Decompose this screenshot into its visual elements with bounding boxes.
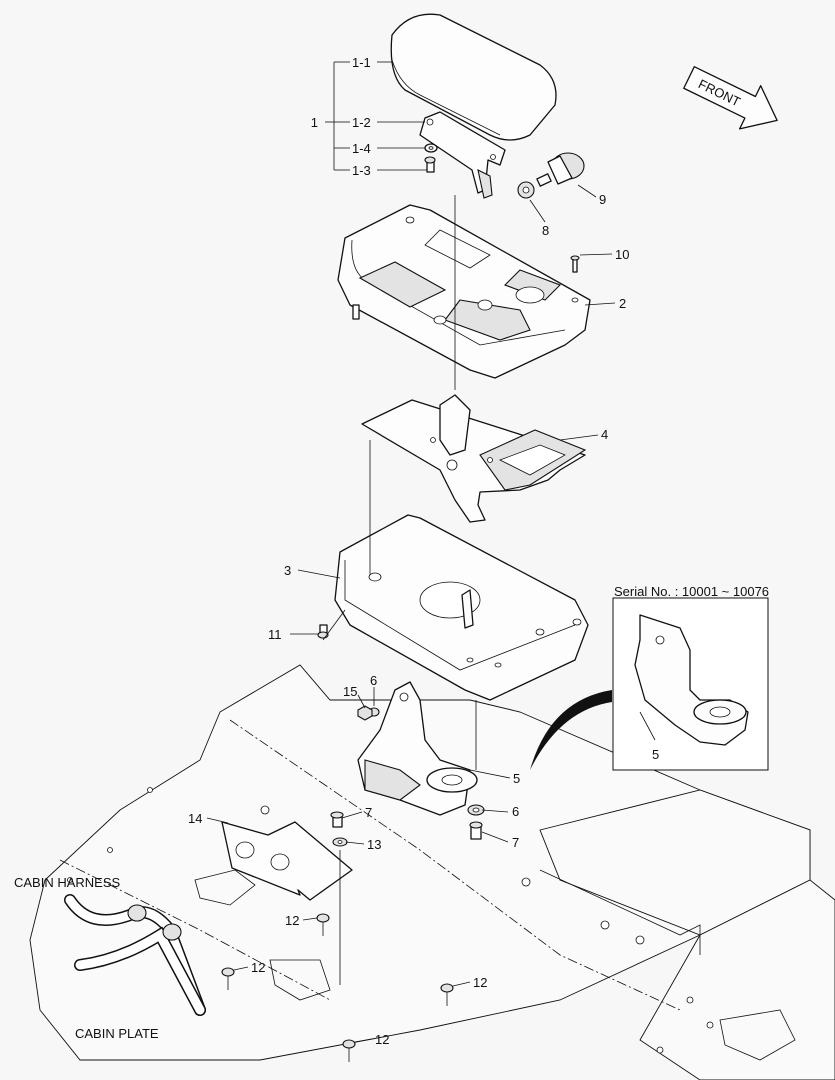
cabin-harness	[64, 894, 206, 1016]
mounting-plate	[361, 394, 587, 523]
label-5-main: 5	[513, 771, 520, 786]
seat-stand	[357, 681, 478, 816]
label-13: 13	[367, 837, 381, 852]
label-7-bottom: 7	[512, 835, 519, 850]
label-1-1: 1-1	[352, 55, 371, 70]
label-6-bottom: 6	[512, 804, 519, 819]
floor-screw-d	[342, 1039, 356, 1062]
armrest-washer	[424, 143, 438, 153]
base-bolt	[317, 624, 329, 639]
label-9: 9	[599, 192, 606, 207]
label-14: 14	[188, 811, 202, 826]
part-number-labels: 1 1-1 1-2 1-4 1-3 9 8 10 2 4 3 11 15 6 5…	[14, 55, 769, 1047]
label-7-top: 7	[365, 805, 372, 820]
label-10: 10	[615, 247, 629, 262]
stand-washer-bottom	[467, 804, 485, 816]
label-12-d: 12	[375, 1032, 389, 1047]
label-15: 15	[343, 684, 357, 699]
label-2: 2	[619, 296, 626, 311]
label-1-4: 1-4	[352, 141, 371, 156]
leader-lines	[206, 61, 656, 1043]
serial-inset	[612, 597, 769, 771]
panel-screw	[570, 255, 580, 273]
cabin-harness-label: CABIN HARNESS	[14, 875, 121, 890]
front-arrow: FRONT	[683, 66, 778, 130]
inset-title: Serial No. : 10001 ~ 10076	[614, 584, 769, 599]
bracket-bolt-top	[330, 811, 344, 828]
label-12-a: 12	[285, 913, 299, 928]
label-1-2: 1-2	[352, 115, 371, 130]
adjust-knob	[536, 152, 585, 187]
armrest-pad	[390, 13, 557, 141]
label-5-inset: 5	[652, 747, 659, 762]
bracket-washer	[332, 837, 348, 847]
label-11: 11	[268, 627, 282, 642]
stand-bolt-bottom	[469, 821, 483, 840]
harness-bracket	[221, 821, 353, 901]
armrest-bracket	[419, 111, 506, 199]
knob-washer	[517, 181, 535, 199]
floor-screw-c	[440, 983, 454, 1006]
control-panel-cover	[337, 204, 591, 379]
armrest-bolt	[424, 156, 436, 173]
label-1: 1	[311, 115, 318, 130]
label-6-top: 6	[370, 673, 377, 688]
assembly-lines	[322, 195, 477, 985]
cabin-plate-label: CABIN PLATE	[75, 1026, 159, 1041]
label-4: 4	[601, 427, 608, 442]
stand-nut	[357, 705, 373, 721]
inset-pointer	[530, 690, 612, 770]
label-12-c: 12	[473, 975, 487, 990]
floor-screw-b	[221, 967, 235, 990]
label-3: 3	[284, 563, 291, 578]
label-8: 8	[542, 223, 549, 238]
seat-base-housing	[334, 514, 589, 701]
label-1-3: 1-3	[352, 163, 371, 178]
floor-screw-a	[316, 913, 330, 936]
label-12-b: 12	[251, 960, 265, 975]
